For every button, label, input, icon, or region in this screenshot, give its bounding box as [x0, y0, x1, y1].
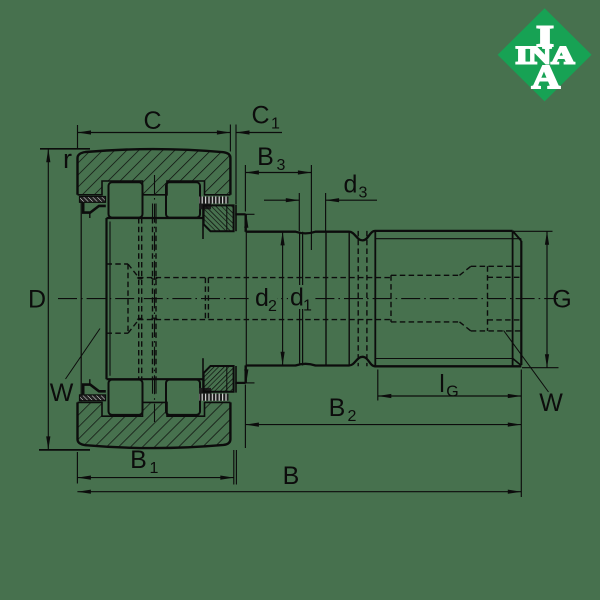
svg-text:D: D [28, 286, 46, 314]
svg-text:B: B [130, 446, 147, 474]
svg-text:l: l [439, 370, 445, 398]
svg-text:1: 1 [271, 116, 280, 133]
svg-text:I: I [536, 20, 554, 53]
svg-text:3: 3 [277, 157, 286, 174]
svg-text:C: C [143, 107, 161, 135]
svg-text:W: W [50, 379, 74, 407]
svg-text:G: G [552, 286, 571, 314]
svg-text:d: d [290, 284, 304, 312]
svg-text:r: r [63, 144, 72, 174]
svg-text:B: B [257, 143, 274, 171]
svg-text:2: 2 [348, 408, 357, 425]
svg-text:2: 2 [268, 298, 277, 315]
svg-text:1: 1 [150, 460, 159, 477]
svg-text:d: d [255, 284, 269, 312]
svg-text:3: 3 [359, 185, 368, 202]
svg-text:G: G [446, 384, 458, 401]
svg-text:B: B [329, 394, 346, 422]
svg-text:C: C [251, 102, 269, 130]
svg-text:1: 1 [303, 298, 312, 315]
svg-text:W: W [539, 389, 563, 417]
svg-text:d: d [344, 171, 358, 199]
svg-text:B: B [283, 462, 300, 490]
svg-text:A: A [532, 59, 561, 96]
svg-text:INA: INA [516, 42, 575, 69]
